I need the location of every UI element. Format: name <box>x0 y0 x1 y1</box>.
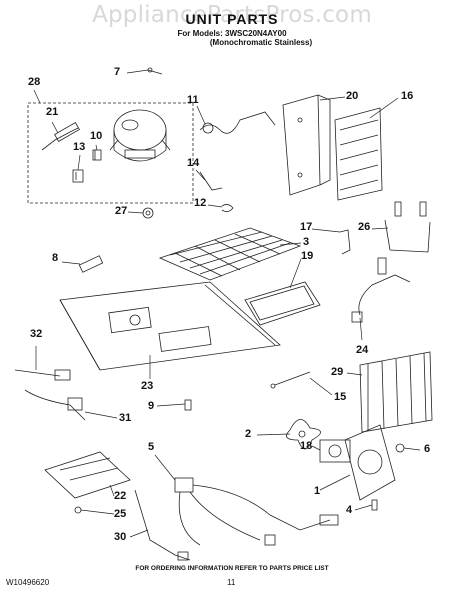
part-13-relay <box>72 169 84 183</box>
watermark: AppliancePartsPros.com <box>92 2 372 28</box>
callout-26: 26 <box>358 221 371 233</box>
callout-27: 27 <box>115 205 128 217</box>
part-8-tube <box>78 255 104 273</box>
callout-10: 10 <box>90 130 103 142</box>
part-27-grommet <box>142 207 154 219</box>
compressor <box>109 109 171 162</box>
callout-19: 19 <box>301 250 314 262</box>
callout-18: 18 <box>300 440 313 452</box>
part-6-grommet <box>395 443 405 453</box>
part-5-wire-harness <box>174 477 339 546</box>
part-11-tubing <box>199 111 276 134</box>
callout-2: 2 <box>245 428 252 440</box>
callout-3: 3 <box>303 236 310 248</box>
part-17-hook <box>339 229 351 255</box>
callout-23: 23 <box>141 380 154 392</box>
callout-9: 9 <box>148 400 155 412</box>
callout-17: 17 <box>300 221 313 233</box>
model-info: For Models: 3WSC20N4AY00 (Monochromatic … <box>0 29 464 47</box>
part-30-wire <box>134 489 191 561</box>
part-25-screw <box>74 506 82 514</box>
callout-7: 7 <box>114 66 121 78</box>
callout-1: 1 <box>314 485 321 497</box>
part-2-fan-blade <box>286 419 321 450</box>
callout-21: 21 <box>46 106 59 118</box>
part-10-clip <box>92 149 102 161</box>
leader-lines <box>33 69 421 538</box>
document-id: W10496620 <box>6 578 50 587</box>
callout-25: 25 <box>114 508 127 520</box>
part-3-condenser <box>158 227 302 281</box>
models-line-2: (Monochromatic Stainless) <box>209 38 313 47</box>
part-19-drain-pan <box>244 281 321 326</box>
ordering-note: FOR ORDERING INFORMATION REFER TO PARTS … <box>135 565 329 572</box>
part-23-base-plate <box>59 281 281 371</box>
callout-28: 28 <box>28 76 41 88</box>
callout-31: 31 <box>119 412 132 424</box>
callout-32: 32 <box>30 328 43 340</box>
callout-13: 13 <box>73 141 86 153</box>
part-22-board <box>44 451 131 499</box>
callout-30: 30 <box>114 531 127 543</box>
part-31-sensor <box>24 389 86 421</box>
callout-22: 22 <box>114 490 127 502</box>
models-line-1: For Models: 3WSC20N4AY00 <box>177 29 287 38</box>
part-24-cord <box>351 257 411 323</box>
callout-14: 14 <box>187 157 200 169</box>
part-16-evaporator <box>334 107 383 201</box>
callout-6: 6 <box>424 443 431 455</box>
part-26-bracket <box>384 201 431 253</box>
part-12-clip <box>221 204 234 212</box>
part-1-fan-shroud <box>344 424 396 501</box>
part-18-fan-motor <box>319 439 351 463</box>
part-15-tube <box>270 371 311 389</box>
page-number: 11 <box>227 578 236 587</box>
callout-8: 8 <box>52 252 59 264</box>
part-32-shaft <box>14 369 71 381</box>
callout-12: 12 <box>194 197 207 209</box>
part-21-relay <box>41 121 80 151</box>
callout-20: 20 <box>346 90 359 102</box>
callout-4: 4 <box>346 504 353 516</box>
page-title: UNIT PARTS <box>185 11 279 27</box>
part-9-screw <box>184 399 192 411</box>
callout-15: 15 <box>334 391 347 403</box>
callout-29: 29 <box>331 366 344 378</box>
part-7-screw <box>147 67 163 75</box>
callout-5: 5 <box>148 441 155 453</box>
callout-24: 24 <box>356 344 369 356</box>
part-29-condenser-coil <box>359 351 433 433</box>
part-20-evaporator-cover <box>282 94 331 196</box>
callout-11: 11 <box>187 94 199 106</box>
part-4-screw <box>371 499 378 511</box>
part-14-drain <box>199 171 223 191</box>
compressor-group-box <box>27 102 194 204</box>
callout-16: 16 <box>401 90 414 102</box>
